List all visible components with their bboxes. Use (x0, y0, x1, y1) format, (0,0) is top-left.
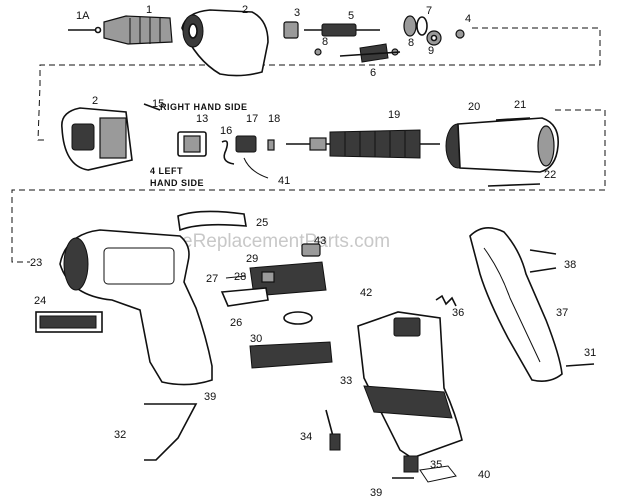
part-25-nameplate (177, 210, 247, 232)
callout: 38 (564, 259, 576, 271)
part-28-trigger (261, 271, 275, 283)
part-7-washers (403, 15, 428, 37)
callout: 18 (268, 113, 280, 125)
callout: 4 (465, 13, 471, 25)
part-43-switch-button (301, 243, 321, 257)
callout: 2 (92, 95, 98, 107)
part-13-bracket (177, 131, 207, 157)
callout: 1 (146, 4, 152, 16)
callout: 28 (234, 271, 246, 283)
callout: 8 (322, 36, 328, 48)
callout: 29 (246, 253, 258, 265)
right-hand-side-label: RIGHT HAND SIDE (160, 102, 248, 112)
callout: 39 (204, 391, 216, 403)
part-32-battery-clip (144, 403, 198, 461)
callout: 15 (152, 98, 164, 110)
callout: 33 (340, 375, 352, 387)
part-26-reverse-lever (220, 287, 269, 307)
callout: 13 (196, 113, 208, 125)
part-36-spring (435, 294, 457, 307)
callout: 34 (300, 431, 312, 443)
callout: 24 (34, 295, 46, 307)
callout: 6 (370, 67, 376, 79)
callout: 40 (478, 469, 490, 481)
callout: 25 (256, 217, 268, 229)
callout: 41 (278, 175, 290, 187)
part-15-screw (143, 103, 161, 111)
callout: 1A (76, 10, 90, 22)
part-41-wire (243, 157, 269, 179)
callout: 3 (294, 7, 300, 19)
callout: 26 (230, 317, 242, 329)
part-34-contact (325, 409, 341, 451)
callout: 30 (250, 333, 262, 345)
callout-labels: 1A 1 2 3 4 5 7 8 8 9 6 2 15 13 16 17 18 … (30, 4, 596, 499)
part-31-screw (565, 363, 595, 367)
callout: 2 (242, 4, 248, 16)
part-38-screws (529, 249, 557, 273)
callout: 32 (114, 429, 126, 441)
part-40-latch (419, 465, 457, 483)
part-22-screw (487, 183, 541, 187)
callout: 37 (556, 307, 568, 319)
left-hand-side-label-line1: 4 LEFT (150, 166, 183, 176)
part-23-left-housing (59, 229, 213, 386)
left-hand-side-label-line2: HAND SIDE (150, 178, 204, 188)
callout: 20 (468, 101, 480, 113)
callout: 22 (544, 169, 556, 181)
callout: 35 (430, 459, 442, 471)
part-5-spindle-shaft (304, 23, 380, 37)
part-27-trigger-spring (225, 275, 247, 279)
part-6-pinion-gear (339, 43, 401, 63)
assembly-guide-lines (11, 27, 606, 263)
part-35-spring (403, 455, 419, 473)
callout: 8 (408, 37, 414, 49)
part-18-pin (267, 139, 275, 151)
callout: 27 (206, 273, 218, 285)
callout: 39 (370, 487, 382, 499)
part-22-motor-housing (457, 117, 559, 173)
callout: 17 (246, 113, 258, 125)
part-1a-chuck-key-screw (68, 26, 102, 34)
part-30-terminal-plate (249, 341, 333, 369)
part-33-battery-pack (357, 311, 463, 459)
part-4-nut (455, 29, 465, 39)
callout: 19 (388, 109, 400, 121)
part-1-chuck (103, 15, 173, 45)
part-9-gear (426, 30, 442, 46)
callout: 21 (514, 99, 526, 111)
callout: 23 (30, 257, 42, 269)
part-16-spring (221, 140, 235, 165)
part-37-right-housing (469, 227, 563, 382)
callout: 42 (360, 287, 372, 299)
callout: 31 (584, 347, 596, 359)
part-29-switch (249, 261, 327, 297)
part-2-gear-housing (181, 9, 269, 77)
part-3-bushing (283, 21, 299, 39)
callout: 7 (426, 5, 432, 17)
part-42-oring (283, 311, 313, 325)
callout: 16 (220, 125, 232, 137)
part-17-brush (235, 135, 257, 153)
part-24-label (35, 311, 103, 333)
part-2-gear-case-rear (61, 107, 133, 171)
part-19-armature (286, 129, 440, 159)
callout: 5 (348, 10, 354, 22)
part-21-screw (495, 117, 531, 121)
callout: 36 (452, 307, 464, 319)
callout: 43 (314, 235, 326, 247)
callout: 9 (428, 45, 434, 57)
watermark: eReplacementParts.com (182, 231, 390, 252)
